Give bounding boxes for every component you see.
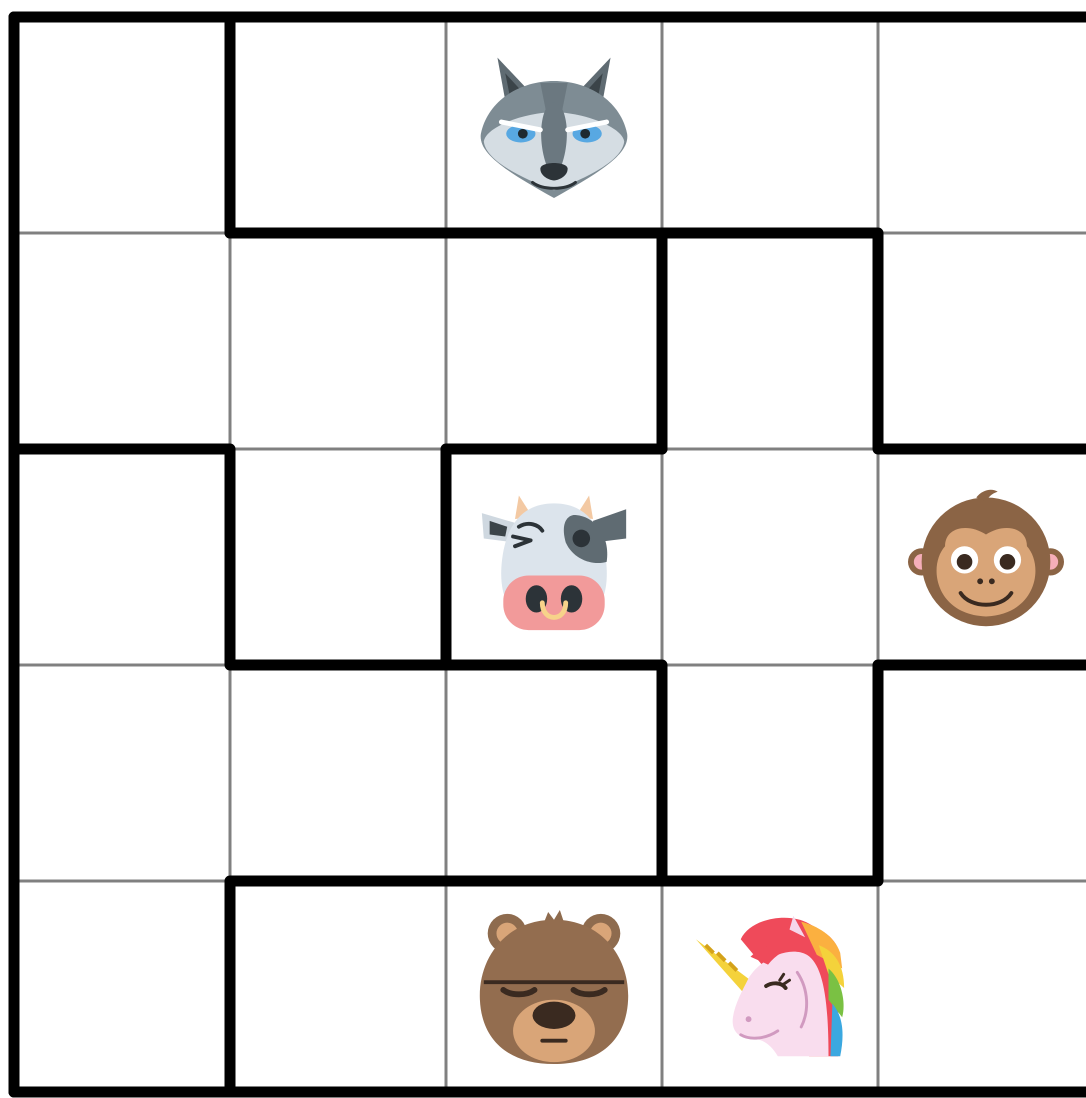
bear-icon[interactable] [480,910,628,1064]
unicorn-icon[interactable] [696,916,844,1056]
monkey-icon[interactable] [908,490,1064,627]
wolf-icon[interactable] [481,58,628,198]
cow-icon[interactable] [482,496,626,631]
animals [480,58,1064,1064]
